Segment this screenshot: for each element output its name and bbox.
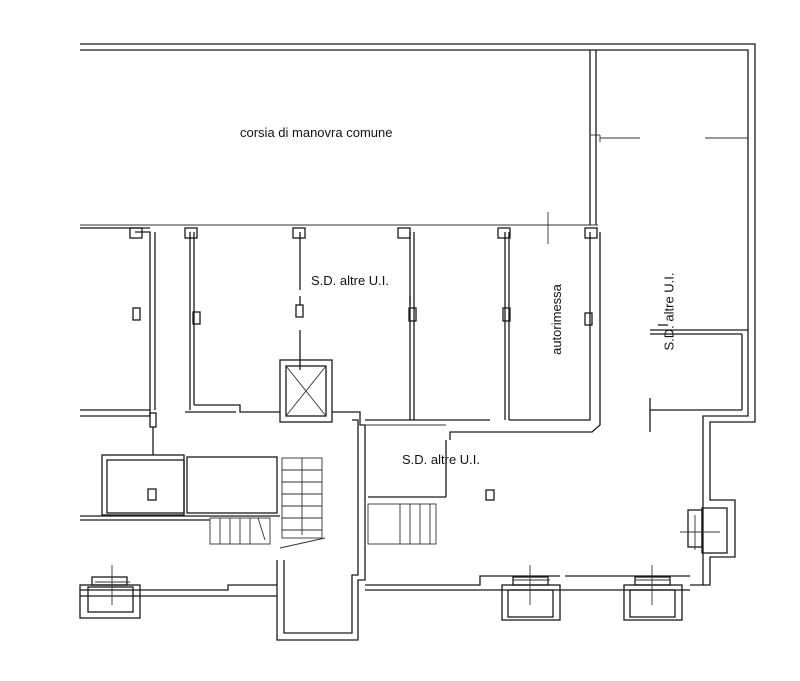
cross-markers [95, 515, 720, 605]
corridor-edge [80, 134, 748, 244]
right-room [649, 324, 748, 432]
elevator-shaft [279, 359, 333, 423]
label-corridor: corsia di manovra comune [240, 125, 393, 140]
stair-core [276, 411, 366, 641]
garage-bays [80, 227, 601, 440]
side-stairs [209, 424, 447, 545]
label-storage-center: S.D. altre U.I. [311, 273, 390, 288]
outer-walls [80, 43, 756, 586]
pillar [485, 489, 495, 501]
label-storage-right: S.D. altre U.I. [661, 272, 677, 351]
bottom-wall-and-wells [79, 507, 728, 621]
lower-left-rooms [80, 412, 280, 521]
label-storage-lower: S.D. altre U.I. [402, 452, 481, 467]
label-garage: autorimessa [548, 284, 564, 355]
